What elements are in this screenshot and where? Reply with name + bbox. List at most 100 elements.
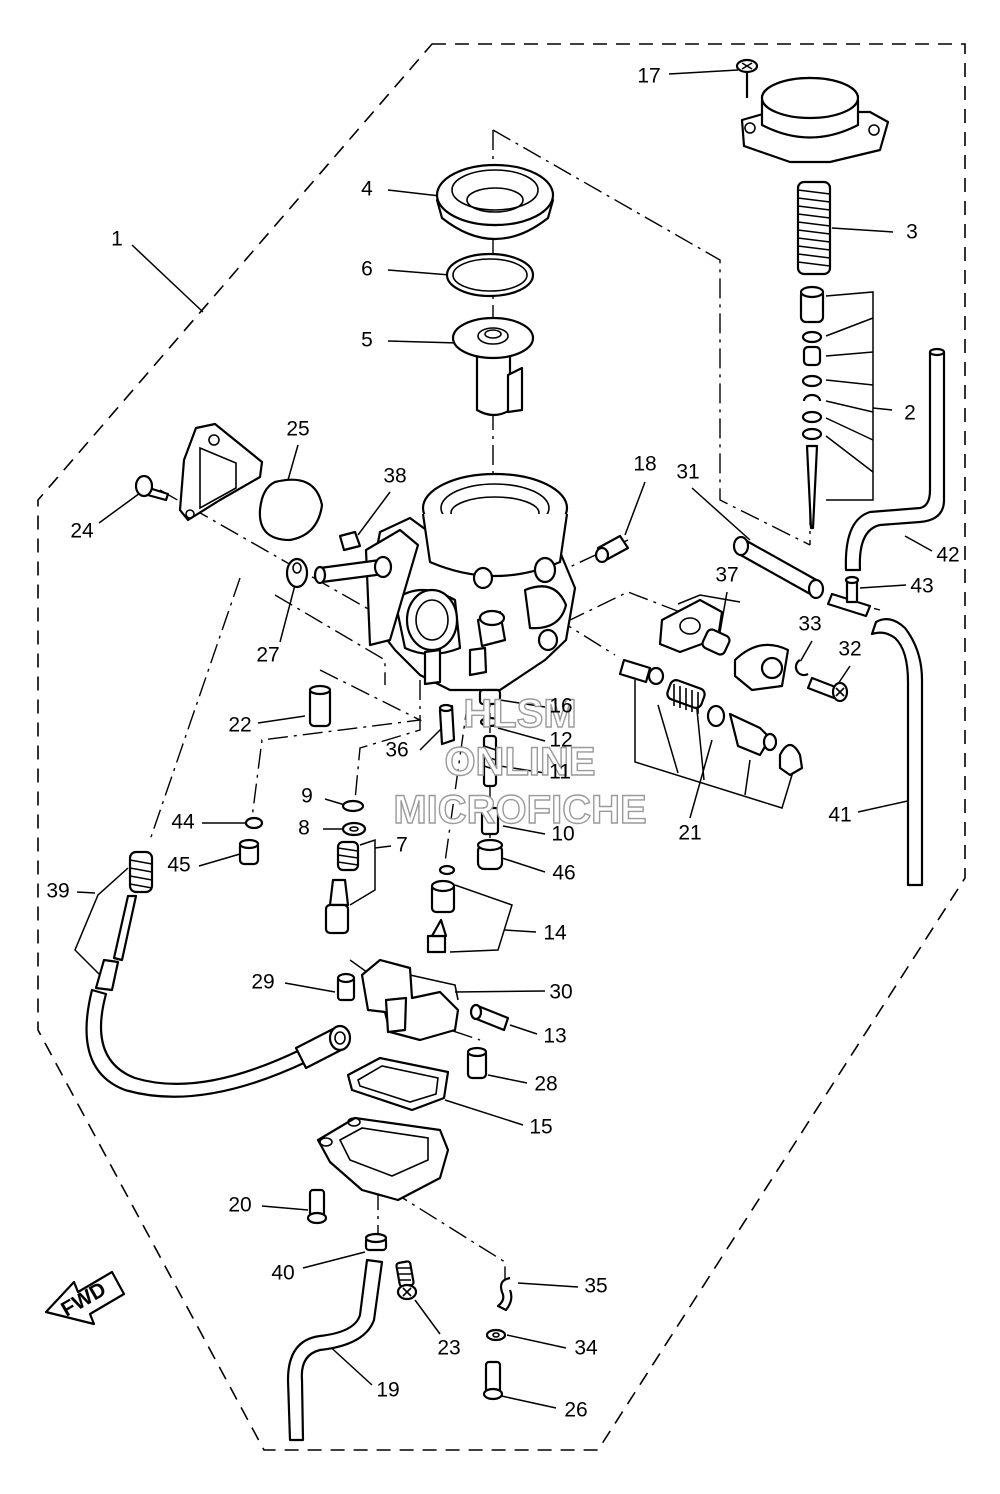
callout-35: 35 [584,1275,607,1298]
part-14-needle-valve [426,864,456,954]
callout-33: 33 [798,613,821,636]
callout-40: 40 [271,1262,294,1285]
part-accelerator-housing [733,643,790,692]
part-jet-stack [476,688,504,871]
part-18-fitting [594,534,630,564]
callout-14: 14 [543,922,567,945]
callout-1: 1 [111,228,123,251]
callout-44: 44 [171,811,195,834]
callout-5: 5 [361,329,373,352]
part-29-screw [336,972,356,1002]
part-26-screw [482,1360,504,1401]
callout-23: 23 [437,1337,460,1360]
callout-8: 8 [298,817,310,840]
part-33-clip [794,659,809,677]
callout-36: 36 [385,739,408,762]
callout-20: 20 [228,1194,251,1217]
callout-32: 32 [838,638,861,661]
callout-4: 4 [361,178,373,201]
forward-direction-arrow: FWD [44,1270,126,1326]
watermark-line-1: HLSM [463,692,576,736]
callout-25: 25 [286,418,309,441]
part-43-tee-joint [826,575,872,618]
part-21-pilot-screw-set [618,658,804,777]
part-45-screw [238,838,260,866]
watermark-line-2: ONLINE [444,740,595,784]
part-15-gasket [346,1056,450,1112]
part-22-screw [308,684,332,728]
callout-9: 9 [301,785,313,808]
part-38-cap [338,530,362,552]
callout-29: 29 [251,971,274,994]
part-float-bowl [316,1116,450,1202]
callout-16: 16 [549,695,572,718]
callout-27: 27 [256,644,279,667]
callout-38: 38 [383,465,406,488]
part-41-hose [870,617,924,887]
part-32-screw [806,676,849,703]
callout-24: 24 [70,520,94,543]
callout-37: 37 [715,564,738,587]
part-7-throttle-stop [324,840,360,935]
callout-22: 22 [228,714,251,737]
callout-31: 31 [676,461,699,484]
callout-11: 11 [549,761,571,784]
part-6-o-ring [445,252,535,298]
part-24-screw [134,474,170,502]
callout-3: 3 [906,221,918,244]
callout-30: 30 [549,981,572,1004]
part-8-washer [341,821,367,837]
part-40-fitting [364,1232,388,1252]
callout-42: 42 [936,544,959,567]
callout-39: 39 [46,880,69,903]
alignment-lines [149,129,941,1440]
callout-45: 45 [167,854,190,877]
part-intake-flange [178,422,264,522]
part-23-drain-screw [395,1260,418,1301]
part-44-washer [244,816,264,830]
callout-19: 19 [376,1379,399,1402]
part-17-screw [735,58,759,98]
callout-6: 6 [361,258,373,281]
part-float [360,958,460,1042]
part-35-clip [496,1276,513,1312]
assembly-boundary [37,43,966,1451]
part-39-cable [85,850,352,1098]
part-36-needle-jet [438,703,456,746]
callout-41: 41 [828,804,851,827]
callout-28: 28 [534,1073,557,1096]
callout-10: 10 [551,823,574,846]
leader-lines [74,69,933,1409]
part-20-screw [306,1188,328,1225]
watermark-line-3: MICROFICHE [393,788,646,832]
part-5-piston-valve [451,316,535,417]
part-25-gasket [258,478,324,542]
part-31-tube [732,535,825,600]
callout-2: 2 [904,402,916,425]
part-top-cover [740,76,890,164]
callout-12: 12 [549,729,572,752]
callout-15: 15 [529,1116,552,1139]
part-42-hose [844,350,946,572]
callout-7: 7 [396,834,408,857]
callout-labels: 1234567891011121314151617181920212223242… [46,65,959,1422]
callout-18: 18 [633,453,656,476]
part-28-screw [466,1046,488,1080]
part-19-hose [286,1258,384,1442]
part-3-spring [796,180,832,276]
callout-34: 34 [574,1337,598,1360]
part-37-cover [658,598,731,656]
part-27-nut [285,557,309,589]
part-1-carburetor-body [313,472,577,692]
callout-26: 26 [564,1399,587,1422]
part-2-jet-needle-set [799,285,825,530]
callout-21: 21 [678,822,701,845]
callout-17: 17 [637,65,660,88]
part-9-o-ring [341,799,365,813]
part-13-pin [469,1003,510,1032]
part-34-washer [485,1328,507,1342]
watermark: HLSM ONLINE MICROFICHE [393,691,648,832]
callout-13: 13 [543,1025,566,1048]
